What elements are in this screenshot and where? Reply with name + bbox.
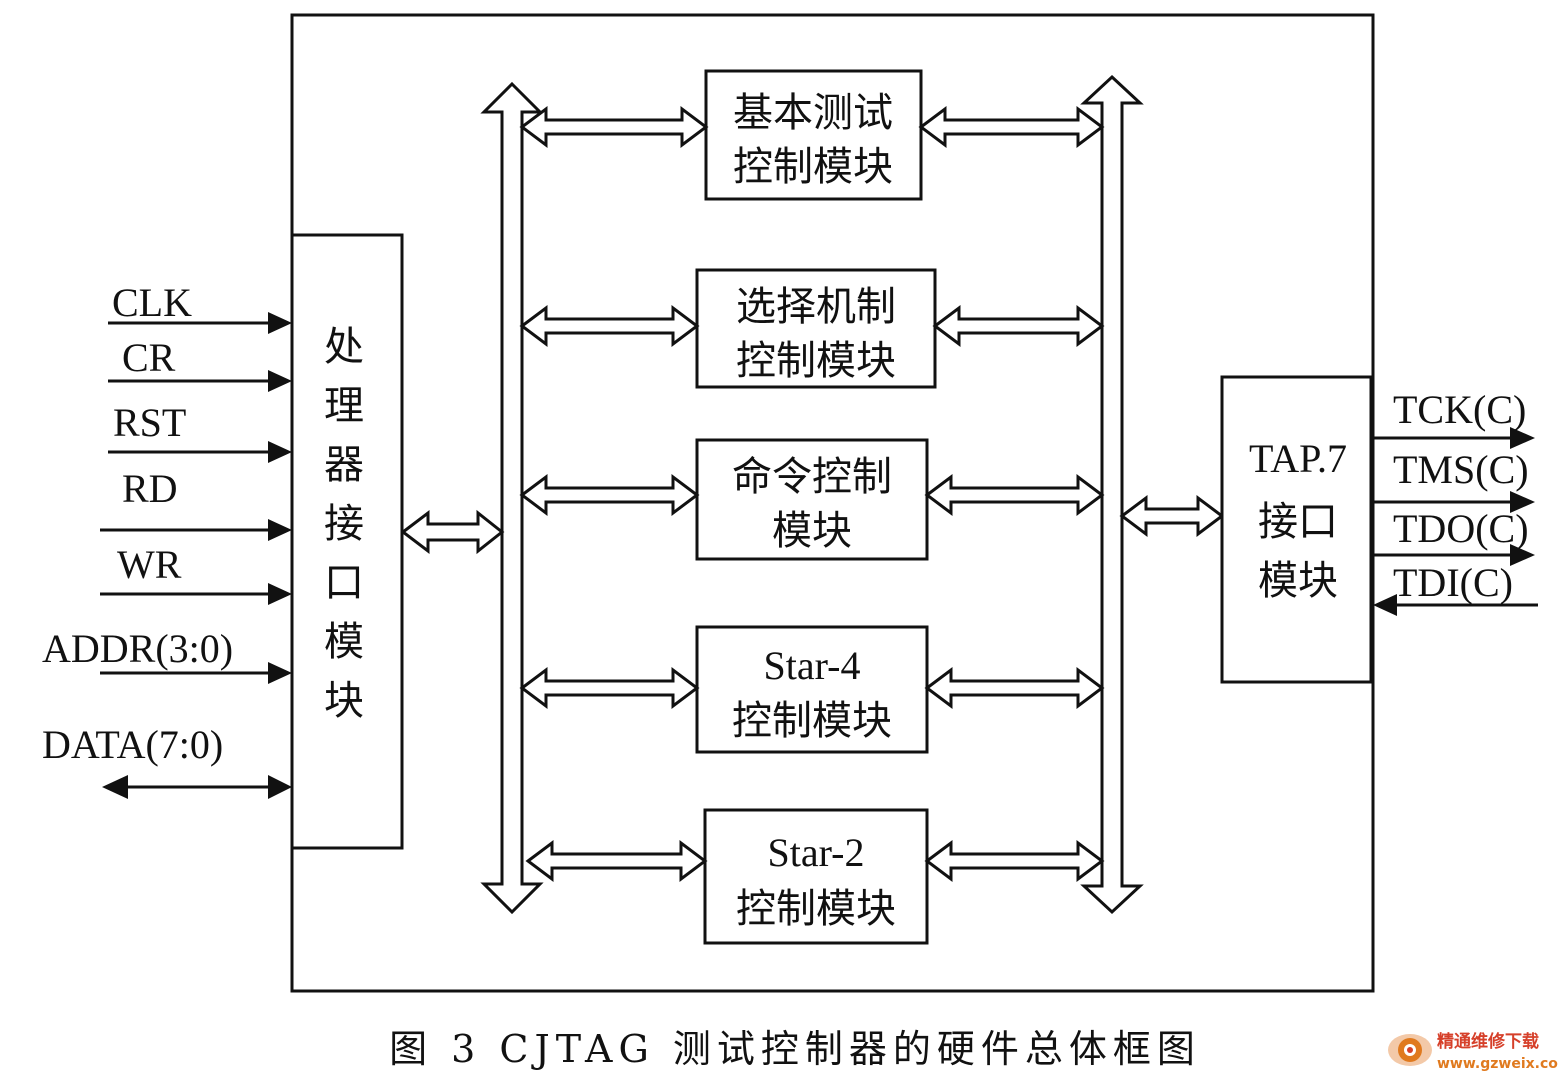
- processor-interface-char: 模: [324, 619, 364, 665]
- arrow-head-icon: [268, 312, 292, 334]
- module-link-double-arrow-icon: [924, 667, 1105, 709]
- watermark-url: www.gzweix.com: [1437, 1056, 1558, 1072]
- module-label: 选择机制: [736, 284, 896, 330]
- watermark: 精通维修下载 www.gzweix.com: [1388, 1031, 1558, 1072]
- module-link-double-arrow-icon: [519, 106, 709, 148]
- signal-label-tdi: TDI(C): [1393, 560, 1513, 605]
- module-link-double-arrow-icon: [924, 474, 1105, 516]
- processor-interface-char: 块: [324, 678, 364, 724]
- processor-interface-block: [290, 233, 404, 850]
- module-label: Star-4: [764, 643, 861, 688]
- processor-interface-label: 处 理 器 接 口 模 块: [324, 324, 364, 724]
- module-label: 模块: [772, 508, 852, 554]
- arrow-head-icon: [268, 775, 292, 799]
- module-label: 控制模块: [736, 886, 896, 932]
- watermark-brand: 精通维修下载: [1437, 1031, 1539, 1052]
- module-label: 控制模块: [732, 698, 892, 744]
- interface-bus-double-arrow-icon: [400, 509, 505, 555]
- arrow-head-icon: [1373, 594, 1397, 616]
- module-link-double-arrow-icon: [525, 840, 708, 882]
- signal-label-cr: CR: [122, 335, 176, 380]
- tap7-label: TAP.7: [1249, 436, 1347, 481]
- arrow-head-icon: [268, 441, 292, 463]
- module-box-star2: [703, 808, 929, 945]
- signal-label-addr: ADDR(3:0): [42, 626, 233, 671]
- arrow-head-icon: [1510, 491, 1535, 513]
- module-label: 控制模块: [733, 144, 893, 190]
- arrow-head-icon: [268, 583, 292, 605]
- arrow-head-icon: [268, 519, 292, 541]
- figure-caption: 图 3 CJTAG 测试控制器的硬件总体框图: [389, 1027, 1201, 1071]
- signal-label-tms: TMS(C): [1393, 447, 1529, 492]
- processor-interface-char: 接: [324, 501, 364, 547]
- signal-label-rd: RD: [122, 466, 178, 511]
- module-label: 基本测试: [733, 90, 893, 136]
- arrow-head-icon: [1510, 544, 1535, 566]
- processor-interface-char: 理: [324, 383, 364, 429]
- input-signals: CLK CR RST RD WR ADDR(3:0) DATA(7:0): [42, 280, 292, 799]
- processor-interface-char: 器: [324, 442, 364, 488]
- output-signals: TCK(C) TMS(C) TDO(C) TDI(C): [1371, 387, 1538, 616]
- arrow-head-icon: [102, 775, 128, 799]
- signal-label-wr: WR: [117, 542, 182, 587]
- tap7-interface-block: [1220, 375, 1373, 684]
- tap7-label: 接口: [1258, 499, 1338, 545]
- right-bus-double-arrow-icon: [1080, 74, 1144, 915]
- processor-interface-char: 处: [324, 324, 364, 370]
- module-box-command: [695, 438, 929, 561]
- left-bus-double-arrow-icon: [480, 81, 544, 915]
- module-label: Star-2: [768, 830, 865, 875]
- processor-interface-char: 口: [324, 560, 364, 606]
- module-box-basic-test: [704, 69, 923, 201]
- arrow-head-icon: [1510, 427, 1535, 449]
- signal-label-rst: RST: [113, 400, 186, 445]
- module-link-double-arrow-icon: [519, 474, 700, 516]
- module-box-selection: [695, 268, 937, 389]
- watermark-logo-icon: [1388, 1034, 1432, 1066]
- arrow-head-icon: [268, 370, 292, 392]
- signal-label-tdo: TDO(C): [1393, 506, 1529, 551]
- module-link-double-arrow-icon: [519, 305, 700, 347]
- module-label: 命令控制: [732, 454, 892, 500]
- module-link-double-arrow-icon: [519, 667, 700, 709]
- arrow-head-icon: [268, 662, 292, 684]
- module-link-double-arrow-icon: [918, 106, 1105, 148]
- signal-label-tck: TCK(C): [1393, 387, 1526, 432]
- module-link-double-arrow-icon: [924, 840, 1105, 882]
- module-link-double-arrow-icon: [932, 305, 1105, 347]
- tap7-label: 模块: [1258, 558, 1338, 604]
- signal-label-data: DATA(7:0): [42, 722, 223, 767]
- signal-label-clk: CLK: [112, 280, 192, 325]
- module-label: 控制模块: [736, 338, 896, 384]
